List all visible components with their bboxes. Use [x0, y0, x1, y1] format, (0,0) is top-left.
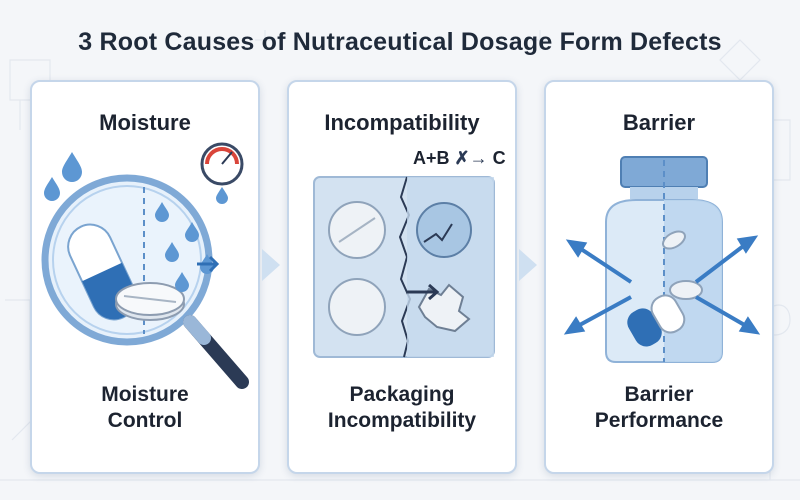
moisture-illustration: [41, 142, 249, 389]
barrier-panel: Barrier Barrier Performance: [544, 80, 774, 474]
moisture-panel: Moisture: [30, 80, 260, 474]
arrow-icon: [262, 249, 280, 281]
tablet-icon: [115, 282, 185, 321]
arrow-icon: [197, 255, 220, 273]
barrier-panel-caption: Barrier Performance: [546, 382, 772, 434]
incompatibility-panel-caption: Packaging Incompatibility: [289, 382, 515, 434]
reaction-equation: A+B ✗→ C: [413, 148, 506, 169]
incompatibility-caption-line-2: Incompatibility: [327, 409, 477, 432]
arrow-icon: [519, 249, 537, 281]
page-title: 3 Root Causes of Nutraceutical Dosage Fo…: [78, 28, 722, 56]
incompatibility-panel-title: Incompatibility: [324, 110, 480, 135]
moisture-caption-line-2: Control: [107, 409, 183, 432]
humidity-gauge-icon: [200, 142, 244, 204]
bottle-icon: [563, 156, 761, 363]
barrier-caption-line-2: Performance: [594, 409, 724, 432]
blocked-arrow-icon: ✗→: [454, 148, 488, 168]
reaction-reactants: A+B: [413, 148, 450, 168]
incompatibility-caption-line-1: Packaging: [349, 383, 455, 406]
barrier-caption-line-1: Barrier: [624, 383, 694, 406]
blister-pack-icon: [313, 176, 495, 358]
moisture-caption-line-1: Moisture: [101, 383, 189, 406]
incompatibility-panel: Incompatibility A+B ✗→ C Packaging Incom…: [287, 80, 517, 474]
moisture-panel-caption: Moisture Control: [32, 382, 258, 434]
moisture-panel-title: Moisture: [99, 110, 191, 135]
reaction-product: C: [492, 148, 506, 168]
barrier-panel-title: Barrier: [622, 110, 696, 135]
